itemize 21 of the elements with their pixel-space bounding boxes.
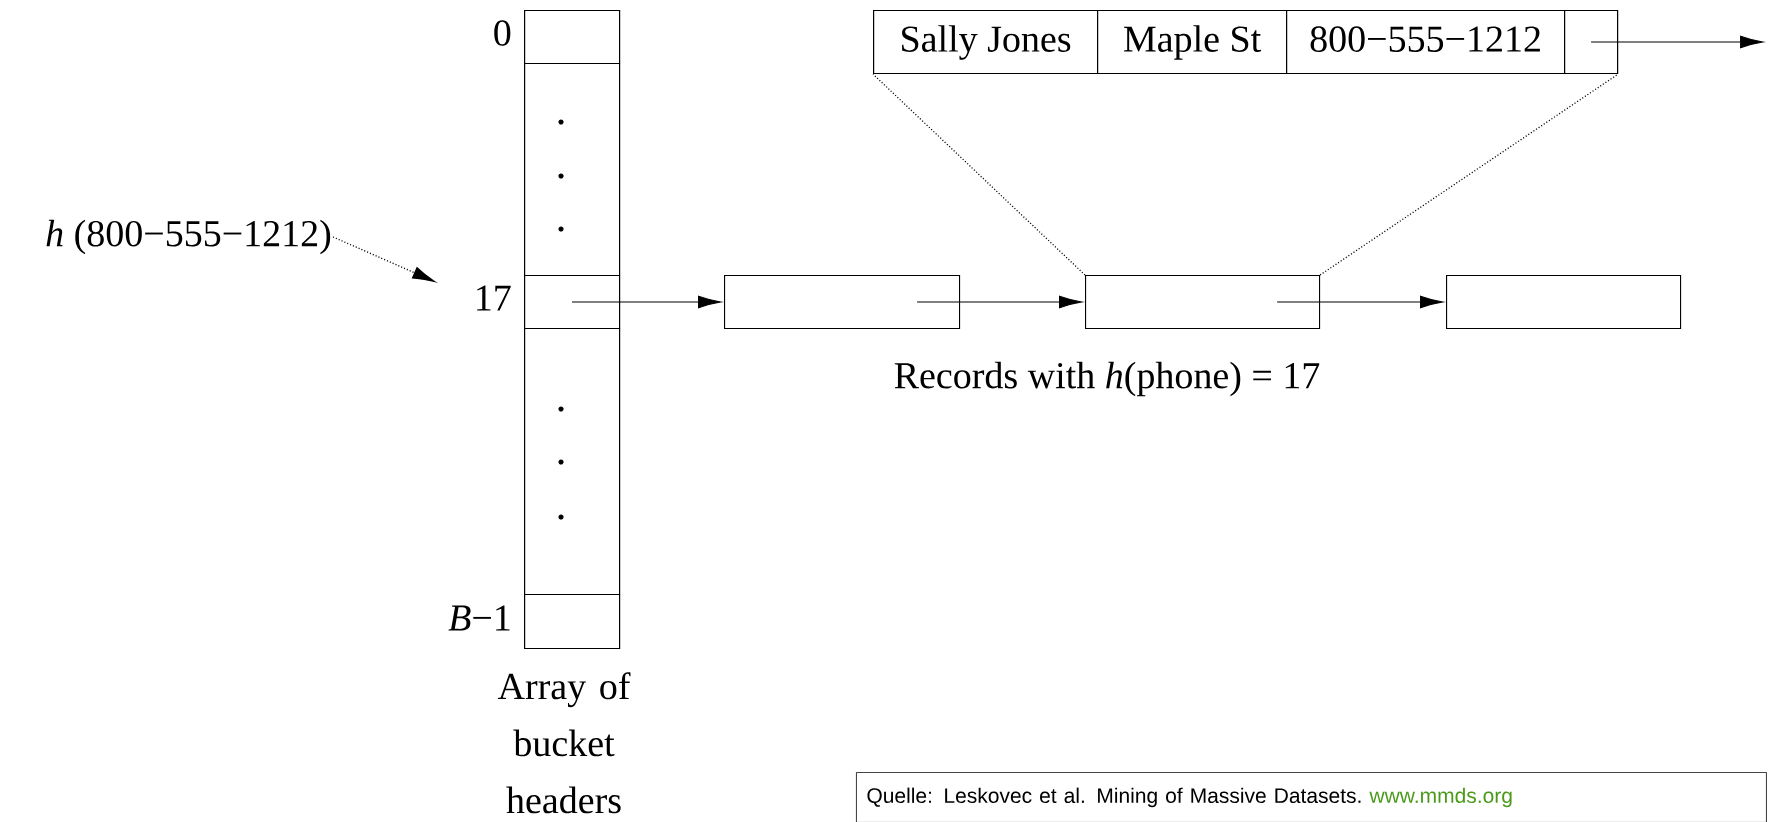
- dotted-line: [1319, 73, 1619, 276]
- arrow: [1276, 295, 1444, 309]
- record-box: [724, 275, 961, 330]
- field-cell: Sally Jones: [873, 10, 1099, 75]
- pointer-cell: [1564, 10, 1619, 75]
- field-cell: Maple St: [1097, 10, 1288, 75]
- caption-text: Records with h(phone) = 17: [894, 361, 1320, 397]
- record-box: [1446, 275, 1682, 330]
- dotted-line: [872, 73, 1086, 276]
- record-box: [1085, 275, 1321, 330]
- source-note: Quelle: Leskovec et al. Mining of Massive Datasets. www.mmds.org: [856, 772, 1767, 822]
- index-label: 17: [477, 285, 511, 311]
- arrow: [571, 295, 722, 309]
- field-cell: 800−555−1212: [1286, 10, 1566, 75]
- arrow: [332, 236, 436, 283]
- arrow: [1590, 35, 1764, 49]
- hash-expression: h (800−555−1212): [46, 219, 331, 255]
- index-label: B−1: [448, 605, 510, 631]
- array-caption: Array of bucket headers: [497, 672, 631, 814]
- arrow: [916, 295, 1083, 309]
- index-label: 0: [494, 20, 511, 46]
